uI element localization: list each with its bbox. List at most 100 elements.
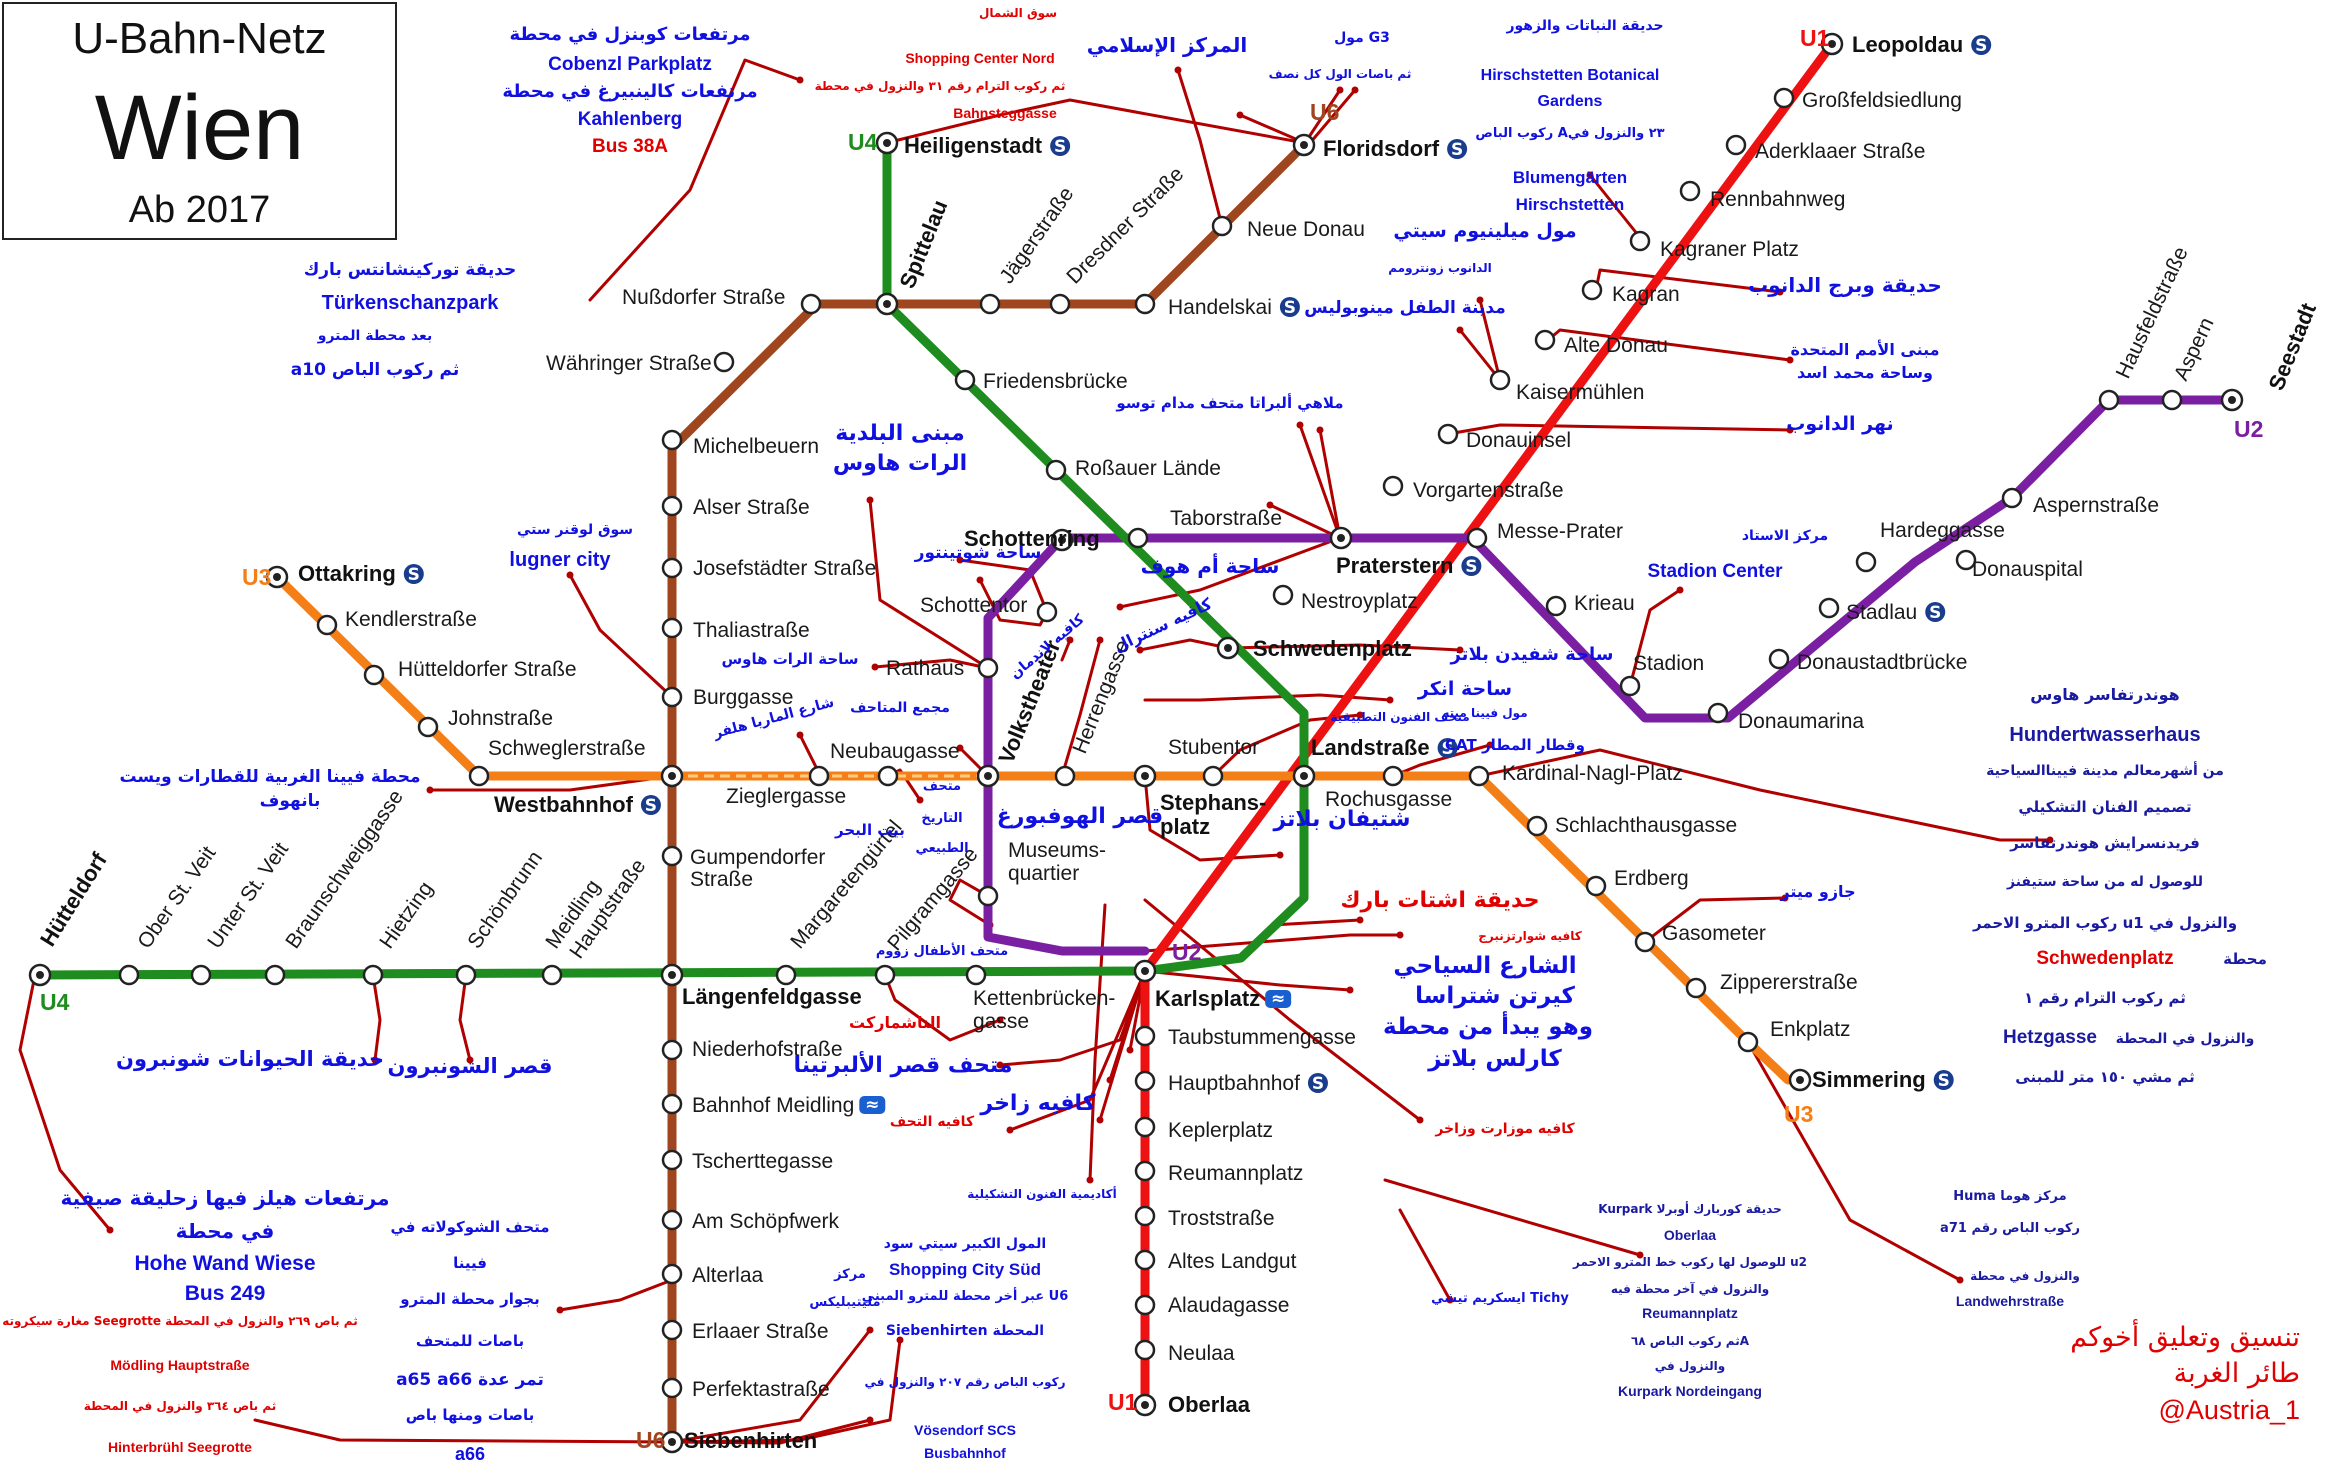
- station-dot[interactable]: [455, 964, 477, 986]
- station-dot[interactable]: [1045, 459, 1067, 481]
- station-dot[interactable]: [954, 369, 976, 391]
- station-dot[interactable]: [541, 964, 563, 986]
- station-dot[interactable]: [1526, 815, 1548, 837]
- pointer-end: [1456, 646, 1464, 654]
- station-dot[interactable]: [1134, 1294, 1156, 1316]
- station-dot[interactable]: [1489, 369, 1511, 391]
- station-dot[interactable]: [1725, 134, 1747, 156]
- station-dot[interactable]: [362, 964, 384, 986]
- station-dot[interactable]: [1134, 293, 1156, 315]
- station-dot[interactable]: [1134, 1339, 1156, 1361]
- station-dot[interactable]: [118, 964, 140, 986]
- station-dot[interactable]: [1437, 423, 1459, 445]
- station-dot[interactable]: [1036, 601, 1058, 623]
- station-label: Kettenbrücken-: [973, 987, 1115, 1010]
- station-label: Am Schöpfwerk: [692, 1210, 840, 1233]
- station-dot[interactable]: [661, 1149, 683, 1171]
- station-dot[interactable]: [661, 557, 683, 579]
- station-dot[interactable]: [190, 964, 212, 986]
- station-dot[interactable]: [977, 657, 999, 679]
- station-dot[interactable]: [2098, 389, 2120, 411]
- station-dot[interactable]: [1134, 1116, 1156, 1138]
- station-dot[interactable]: [1134, 1070, 1156, 1092]
- station-dot[interactable]: [800, 293, 822, 315]
- station-dot[interactable]: [713, 351, 735, 373]
- station-dot[interactable]: [1468, 765, 1490, 787]
- station-dot[interactable]: [1818, 597, 1840, 619]
- interchange-dot: [1141, 1401, 1149, 1409]
- station-dot[interactable]: [1773, 87, 1795, 109]
- station-dot[interactable]: [1855, 551, 1877, 573]
- station-dot[interactable]: [468, 765, 490, 787]
- station-dot[interactable]: [1768, 648, 1790, 670]
- station-dot[interactable]: [264, 964, 286, 986]
- station-dot[interactable]: [808, 765, 830, 787]
- station-dot[interactable]: [1272, 584, 1294, 606]
- station-dot[interactable]: [661, 1209, 683, 1231]
- station-dot[interactable]: [417, 716, 439, 738]
- station-label: Herrengasse: [1068, 637, 1134, 757]
- station-label: Altes Landgut: [1168, 1250, 1297, 1273]
- station-dot[interactable]: [1134, 1249, 1156, 1271]
- station-dot[interactable]: [1685, 977, 1707, 999]
- station-dot[interactable]: [1466, 527, 1488, 549]
- station-dot[interactable]: [2001, 487, 2023, 509]
- pointer-end: [1086, 1176, 1094, 1184]
- station-dot[interactable]: [1545, 595, 1567, 617]
- station-dot[interactable]: [661, 686, 683, 708]
- station-dot[interactable]: [363, 664, 385, 686]
- station-dot[interactable]: [1629, 230, 1651, 252]
- title-box: U-Bahn-Netz Wien Ab 2017: [2, 2, 397, 240]
- station-dot[interactable]: [661, 1039, 683, 1061]
- station-dot[interactable]: [1581, 279, 1603, 301]
- annotation-text: ركوب المترو الاحمر u1 والنزول في: [1972, 914, 2237, 932]
- station-dot[interactable]: [1127, 527, 1149, 549]
- pointer-end: [1116, 603, 1124, 611]
- station-dot[interactable]: [316, 614, 338, 636]
- station-dot[interactable]: [661, 429, 683, 451]
- station-dot[interactable]: [661, 1263, 683, 1285]
- station-dot[interactable]: [1737, 1031, 1759, 1053]
- station-dot[interactable]: [977, 885, 999, 907]
- station-dot[interactable]: [661, 1319, 683, 1341]
- station-dot[interactable]: [1049, 293, 1071, 315]
- station-dot[interactable]: [775, 964, 797, 986]
- station-dot[interactable]: [1585, 875, 1607, 897]
- station-dot[interactable]: [1534, 329, 1556, 351]
- station-dot[interactable]: [1679, 180, 1701, 202]
- station-dot[interactable]: [1955, 549, 1977, 571]
- station-dot[interactable]: [874, 964, 896, 986]
- station-label: Leopoldau: [1852, 32, 1963, 57]
- station-dot[interactable]: [2161, 389, 2183, 411]
- station-dot[interactable]: [661, 845, 683, 867]
- station-dot[interactable]: [1054, 765, 1076, 787]
- station-label: Floridsdorf: [1323, 136, 1440, 161]
- station-dot[interactable]: [877, 765, 899, 787]
- station-dot[interactable]: [979, 293, 1001, 315]
- station-dot[interactable]: [1211, 215, 1233, 237]
- line-label: U4: [40, 989, 70, 1015]
- station-dot[interactable]: [1134, 1160, 1156, 1182]
- pointer-line: [883, 973, 1002, 1042]
- pointer-line: [1238, 113, 1307, 145]
- pointer-line: [1303, 88, 1342, 145]
- station-dot[interactable]: [661, 495, 683, 517]
- station-dot[interactable]: [965, 964, 987, 986]
- s-bahn-icon: [1437, 738, 1458, 758]
- station-dot[interactable]: [661, 1377, 683, 1399]
- station-dot[interactable]: [1134, 1025, 1156, 1047]
- station-dot[interactable]: [1707, 702, 1729, 724]
- annotation-text: سوق الشمال: [979, 6, 1057, 21]
- station-dot[interactable]: [661, 617, 683, 639]
- station-label: Praterstern: [1336, 553, 1453, 578]
- station-dot[interactable]: [1634, 931, 1656, 953]
- station-label: Handelskai: [1168, 296, 1272, 319]
- station-dot[interactable]: [661, 1093, 683, 1115]
- station-dot[interactable]: [1619, 675, 1641, 697]
- station-dot[interactable]: [1382, 765, 1404, 787]
- station-dot[interactable]: [1134, 1205, 1156, 1227]
- station-dot[interactable]: [1202, 765, 1224, 787]
- station-dot[interactable]: [1382, 475, 1404, 497]
